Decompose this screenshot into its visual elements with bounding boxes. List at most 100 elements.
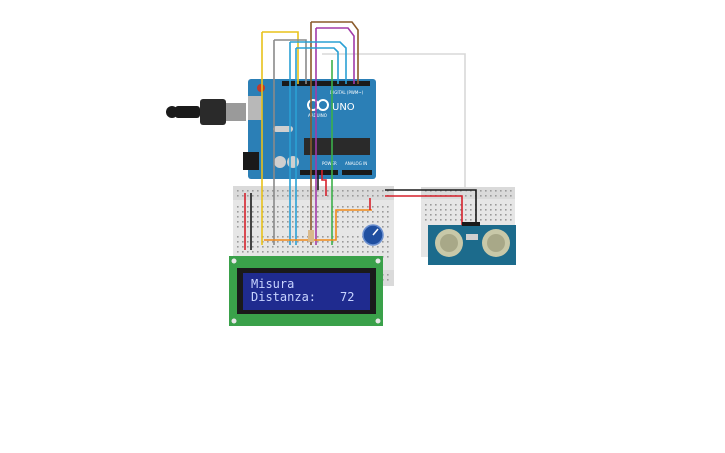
- breadboard-hole: [317, 226, 319, 228]
- breadboard-hole: [367, 216, 369, 218]
- breadboard-hole: [480, 219, 482, 221]
- breadboard-hole: [247, 190, 249, 192]
- breadboard-hole: [282, 226, 284, 228]
- breadboard-hole: [247, 226, 249, 228]
- breadboard-hole: [372, 221, 374, 223]
- wire-orange[interactable]: [264, 209, 372, 241]
- wire-yellow[interactable]: [261, 31, 299, 245]
- breadboard-hole: [272, 190, 274, 192]
- breadboard-hole: [387, 236, 389, 238]
- breadboard-hole: [287, 190, 289, 192]
- breadboard-hole: [495, 219, 497, 221]
- breadboard-hole: [237, 246, 239, 248]
- breadboard-hole: [435, 204, 437, 206]
- breadboard-hole: [287, 246, 289, 248]
- lcd-line-1: Misura: [251, 277, 294, 291]
- breadboard-hole: [287, 236, 289, 238]
- breadboard-hole: [367, 246, 369, 248]
- usb-cable[interactable]: [166, 99, 246, 125]
- wire-red-rail[interactable]: [385, 195, 463, 226]
- breadboard-hole: [252, 251, 254, 253]
- breadboard-hole: [465, 204, 467, 206]
- breadboard-hole: [307, 216, 309, 218]
- breadboard-hole: [382, 221, 384, 223]
- breadboard-hole: [480, 204, 482, 206]
- breadboard-hole: [450, 214, 452, 216]
- wire-purple[interactable]: [315, 27, 355, 245]
- atmega-chip: [304, 138, 370, 155]
- ultrasonic-sensor[interactable]: [428, 222, 516, 265]
- wire-red-power[interactable]: [321, 170, 327, 196]
- breadboard-hole: [510, 195, 512, 197]
- breadboard-hole: [425, 214, 427, 216]
- breadboard-hole: [252, 216, 254, 218]
- potentiometer[interactable]: [362, 224, 384, 246]
- breadboard-hole: [352, 206, 354, 208]
- breadboard-hole: [377, 246, 379, 248]
- breadboard-hole: [272, 195, 274, 197]
- usb-cable-sleeve: [175, 106, 200, 118]
- breadboard-hole: [327, 226, 329, 228]
- breadboard-hole: [287, 241, 289, 243]
- breadboard-hole: [347, 211, 349, 213]
- usb-plug-body: [200, 99, 226, 125]
- breadboard-hole: [387, 251, 389, 253]
- breadboard-hole: [267, 246, 269, 248]
- breadboard-hole: [362, 251, 364, 253]
- breadboard-hole: [312, 221, 314, 223]
- breadboard-hole: [282, 236, 284, 238]
- breadboard-hole: [377, 251, 379, 253]
- breadboard-hole: [362, 246, 364, 248]
- analog-header-label: ANALOG IN: [345, 161, 367, 166]
- breadboard-hole: [510, 214, 512, 216]
- breadboard-hole: [440, 209, 442, 211]
- breadboard-hole: [247, 246, 249, 248]
- capacitor-1: [274, 156, 286, 168]
- power-jack: [243, 152, 259, 170]
- breadboard-hole: [322, 221, 324, 223]
- breadboard-hole: [387, 216, 389, 218]
- breadboard-hole: [317, 251, 319, 253]
- breadboard-hole: [332, 246, 334, 248]
- wire-black-rail[interactable]: [385, 189, 477, 226]
- breadboard-hole: [322, 251, 324, 253]
- breadboard-hole: [292, 241, 294, 243]
- breadboard-hole: [322, 190, 324, 192]
- knob-pointer: [372, 228, 379, 236]
- breadboard-hole: [327, 195, 329, 197]
- breadboard-hole: [382, 206, 384, 208]
- wire-gray[interactable]: [273, 39, 307, 245]
- breadboard-hole: [292, 206, 294, 208]
- breadboard-hole: [505, 219, 507, 221]
- breadboard-hole: [322, 195, 324, 197]
- breadboard-hole: [382, 190, 384, 192]
- breadboard-hole: [327, 190, 329, 192]
- breadboard-hole: [337, 195, 339, 197]
- breadboard-hole: [500, 204, 502, 206]
- wire-blue-2[interactable]: [295, 47, 339, 245]
- breadboard-hole: [352, 246, 354, 248]
- reset-button[interactable]: [257, 84, 265, 92]
- wire-brown[interactable]: [310, 21, 359, 245]
- breadboard-hole: [242, 241, 244, 243]
- breadboard-hole: [505, 214, 507, 216]
- breadboard-hole: [262, 251, 264, 253]
- resistor[interactable]: [308, 230, 314, 242]
- breadboard-hole: [510, 204, 512, 206]
- wire-blue-1[interactable]: [289, 41, 347, 245]
- breadboard-hole: [510, 190, 512, 192]
- breadboard-hole: [505, 204, 507, 206]
- lcd-display[interactable]: Misura Distanza: 72: [229, 256, 383, 326]
- breadboard-hole: [302, 195, 304, 197]
- breadboard-hole: [252, 226, 254, 228]
- breadboard-hole: [277, 211, 279, 213]
- breadboard-hole: [322, 246, 324, 248]
- breadboard-hole: [430, 204, 432, 206]
- breadboard-hole: [430, 209, 432, 211]
- breadboard-hole: [317, 211, 319, 213]
- wire-white[interactable]: [322, 53, 466, 192]
- breadboard-hole: [272, 226, 274, 228]
- breadboard-hole: [357, 195, 359, 197]
- arduino-uno-board[interactable]: UNO ARDUINO DIGITAL (PWM~) POWER ANALOG …: [243, 79, 376, 179]
- breadboard-hole: [500, 219, 502, 221]
